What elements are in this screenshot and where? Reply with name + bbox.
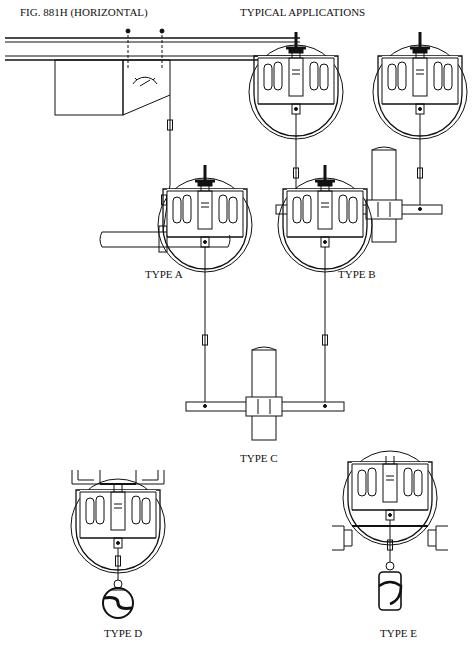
figure-number: FIG. 881H (HORIZONTAL) — [20, 6, 148, 18]
type-d-hanger — [71, 470, 165, 618]
type-caption: TYPE A — [145, 268, 183, 280]
type-c-hanger — [158, 165, 372, 440]
type-a-hanger — [5, 29, 300, 252]
sheet-heading: TYPICAL APPLICATIONS — [240, 6, 365, 18]
type-e-hanger — [332, 451, 448, 610]
type-caption: TYPE E — [380, 627, 417, 639]
type-caption: TYPE D — [104, 627, 142, 639]
type-caption: TYPE C — [240, 452, 278, 464]
type-caption: TYPE B — [338, 268, 376, 280]
